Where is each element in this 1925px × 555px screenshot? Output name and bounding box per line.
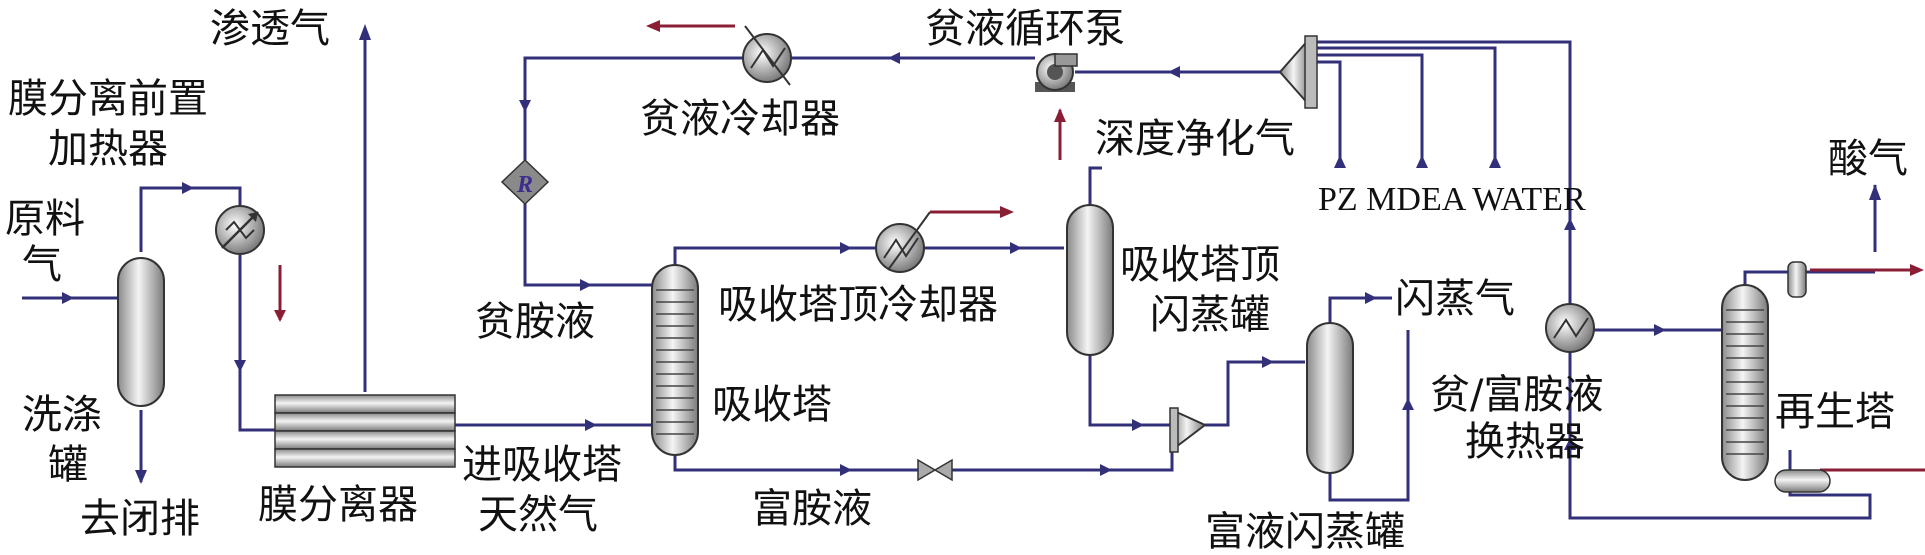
label-deep-purified-gas: 深度净化气 xyxy=(1095,116,1295,162)
utility-arrows xyxy=(274,20,1924,322)
label-pre-heater-1: 膜分离前置 xyxy=(8,76,208,122)
label-exchanger-2: 换热器 xyxy=(1465,419,1585,465)
label-to-absorber-1: 进吸收塔 xyxy=(462,442,622,488)
label-flash-gas: 闪蒸气 xyxy=(1395,276,1515,322)
rich-amine-valve xyxy=(917,458,953,482)
label-top-flash-2: 闪蒸罐 xyxy=(1150,292,1270,338)
label-scrubber-1: 洗涤 xyxy=(22,392,102,438)
label-permeate-gas: 渗透气 xyxy=(210,6,330,52)
label-exchanger-1: 贫/富胺液 xyxy=(1430,372,1603,418)
scrubber-vessel xyxy=(117,257,165,407)
label-feed-1: 原料 xyxy=(5,196,85,242)
regenerator-column xyxy=(1721,261,1831,493)
label-closed-drain: 去闭排 xyxy=(80,496,200,542)
label-membrane: 膜分离器 xyxy=(258,482,418,528)
label-pre-heater-2: 加热器 xyxy=(48,126,168,172)
label-scrubber-2: 罐 xyxy=(48,442,88,488)
rich-flash-drum xyxy=(1306,322,1354,474)
absorber-top-cooler xyxy=(875,211,931,273)
lean-rich-exchanger xyxy=(1545,303,1595,353)
label-rich-flash: 富液闪蒸罐 xyxy=(1205,509,1405,555)
label-acid-gas: 酸气 xyxy=(1828,136,1908,182)
label-makeup-streams: PZ MDEA WATER xyxy=(1318,181,1586,218)
reactor-mark: R xyxy=(516,172,533,198)
makeup-mixer xyxy=(1278,35,1318,109)
label-lean-amine: 贫胺液 xyxy=(475,299,595,345)
lean-cooler-exchanger xyxy=(742,25,792,86)
absorber-column xyxy=(651,264,699,456)
flow-arrows xyxy=(62,24,1881,484)
label-top-cooler: 吸收塔顶冷却器 xyxy=(718,282,998,328)
pre-heater-exchanger xyxy=(215,205,265,255)
label-rich-amine: 富胺液 xyxy=(752,486,872,532)
label-to-absorber-2: 天然气 xyxy=(478,492,598,538)
absorber-top-flash-drum xyxy=(1066,204,1114,356)
lean-circulation-pump xyxy=(1035,53,1078,92)
labels: 渗透气 贫液循环泵 贫液冷却器 膜分离前置 加热器 原料 气 深度净化气 PZ … xyxy=(5,6,1908,555)
utility-lines xyxy=(278,24,1925,472)
label-lean-cooler: 贫液冷却器 xyxy=(640,96,840,142)
label-regenerator: 再生塔 xyxy=(1775,389,1895,435)
label-absorber: 吸收塔 xyxy=(712,382,832,428)
rich-mixer xyxy=(1169,407,1207,453)
label-top-flash-1: 吸收塔顶 xyxy=(1120,242,1280,288)
reactor-block: R xyxy=(500,158,550,206)
label-feed-2: 气 xyxy=(22,242,62,288)
membrane-separator xyxy=(274,394,456,468)
label-lean-pump: 贫液循环泵 xyxy=(925,6,1125,52)
process-lines xyxy=(22,28,1877,520)
